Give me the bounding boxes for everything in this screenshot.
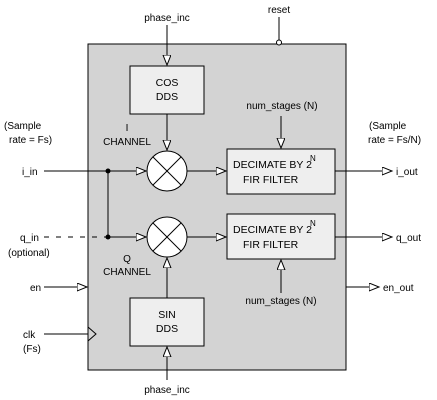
q-out-label: q_out: [396, 233, 421, 244]
decimator-i-exponent: N: [310, 154, 316, 163]
num-stages-bottom-label: num_stages (N): [245, 296, 316, 307]
phase-inc-bottom-label: phase_inc: [144, 385, 190, 396]
q-mixer: [146, 216, 188, 258]
output-rate-label: (Sample: [369, 121, 407, 132]
decimator-i-sublabel: FIR FILTER: [243, 174, 299, 186]
en-out-label: en_out: [383, 283, 414, 294]
input-rate-value: rate = Fs): [9, 135, 52, 146]
decimator-q-label: DECIMATE BY 2: [233, 224, 312, 236]
output-rate-value: rate = Fs/N): [368, 135, 421, 146]
main-block: [87, 43, 347, 371]
clk-triangle: [87, 326, 97, 342]
clk-note: (Fs): [23, 344, 41, 355]
phase-inc-top-label: phase_inc: [144, 13, 190, 24]
i-mixer: [146, 150, 188, 192]
cos-dds-block: [129, 65, 205, 115]
sin-dds-sublabel: DDS: [156, 323, 178, 335]
decimator-q-exponent: N: [310, 219, 316, 228]
sin-dds-label: SIN: [158, 309, 176, 321]
reset-bubble: [276, 39, 282, 46]
decimator-i-block: [226, 148, 336, 195]
q-in-note: (optional): [8, 248, 50, 259]
decimator-q-block: [226, 213, 336, 260]
q-channel-label: Q: [123, 254, 131, 265]
clk-label: clk: [23, 330, 36, 341]
cos-dds-sublabel: DDS: [156, 91, 178, 103]
num-stages-top-label: num_stages (N): [246, 101, 317, 112]
decimator-q-sublabel: FIR FILTER: [243, 239, 299, 251]
i-in-label: i_in: [22, 167, 38, 178]
i-out-label: i_out: [396, 167, 418, 178]
sin-dds-block: [129, 297, 205, 347]
q-channel-sublabel: CHANNEL: [103, 267, 151, 278]
reset-label: reset: [268, 5, 290, 16]
i-channel-sublabel: CHANNEL: [103, 137, 151, 148]
en-label: en: [30, 283, 41, 294]
i-channel-label: I: [126, 123, 129, 134]
decimator-i-label: DECIMATE BY 2: [233, 159, 312, 171]
q-in-label: q_in: [20, 233, 39, 244]
cos-dds-label: COS: [156, 77, 179, 89]
input-rate-label: (Sample: [4, 121, 42, 132]
